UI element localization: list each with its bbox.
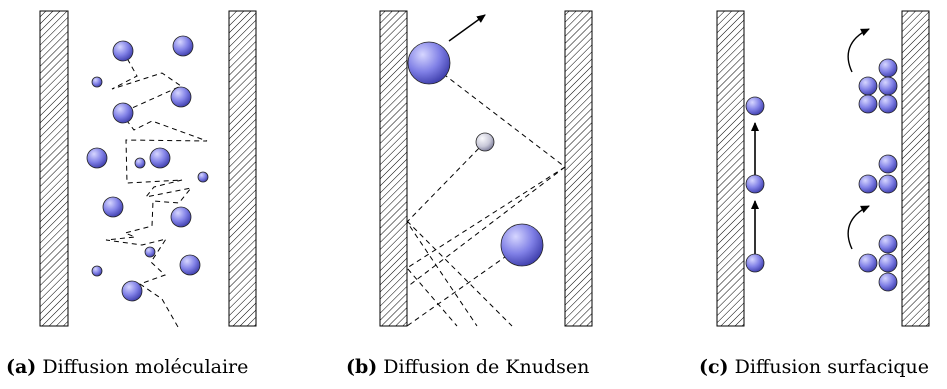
molecule-cluster-top [858, 58, 898, 114]
adsorbed-molecule [878, 234, 898, 254]
molecule [112, 40, 134, 62]
adsorbed-molecule [745, 253, 765, 273]
curved-arrow [847, 205, 870, 250]
wall-right-a [228, 10, 257, 327]
curved-arrow [847, 28, 870, 73]
caption-c-text: Diffusion surfacique [728, 356, 929, 378]
caption-a: (a) Diffusion moléculaire [6, 356, 248, 382]
wall-right-b [564, 10, 593, 327]
panel-c [716, 10, 930, 327]
molecule [170, 206, 192, 228]
molecule [112, 102, 134, 124]
adsorbed-molecule [878, 272, 898, 292]
panel-a [39, 10, 257, 328]
caption-c: (c) Diffusion surfacique [699, 356, 929, 382]
caption-b-letter: (b) [346, 356, 378, 378]
molecule [91, 76, 103, 88]
adsorbed-molecule [878, 253, 898, 273]
wall-left-a [39, 10, 69, 327]
molecule [172, 35, 194, 57]
velocity-arrow [448, 14, 486, 42]
molecule-cluster-middle [858, 154, 898, 194]
molecule [149, 147, 171, 169]
wall-left-c [716, 10, 745, 327]
large-molecule [500, 223, 544, 267]
molecule [179, 254, 201, 276]
molecule [144, 246, 156, 258]
caption-b: (b) Diffusion de Knudsen [346, 356, 589, 382]
molecule [91, 265, 103, 277]
molecule [197, 171, 209, 183]
molecule [170, 86, 192, 108]
molecules-a [86, 35, 209, 302]
adsorbed-molecule [878, 76, 898, 96]
adsorbed-molecule [878, 94, 898, 114]
caption-c-letter: (c) [699, 356, 729, 378]
molecule [86, 147, 108, 169]
adsorbed-molecule [745, 174, 765, 194]
molecule-cluster-bottom [858, 234, 898, 292]
adsorbed-molecule [858, 76, 878, 96]
adsorbed-molecule [878, 154, 898, 174]
knudsen-trajectories [406, 62, 566, 327]
small-gray-molecule [475, 132, 495, 152]
wall-right-c [901, 10, 930, 327]
adsorbed-molecule [858, 94, 878, 114]
panel-b [379, 10, 593, 327]
caption-a-letter: (a) [6, 356, 37, 378]
large-molecule [407, 41, 451, 85]
adsorbed-molecule [745, 96, 765, 116]
caption-b-text: Diffusion de Knudsen [377, 356, 590, 378]
molecule [121, 280, 143, 302]
adsorbed-molecule [858, 174, 878, 194]
molecule [102, 196, 124, 218]
adsorbed-molecule [858, 253, 878, 273]
caption-a-text: Diffusion moléculaire [36, 356, 249, 378]
adsorbed-molecule [878, 58, 898, 78]
wall-left-b [379, 10, 408, 327]
random-walk-path [105, 50, 208, 328]
adsorbed-molecule [878, 174, 898, 194]
molecule [134, 157, 146, 169]
